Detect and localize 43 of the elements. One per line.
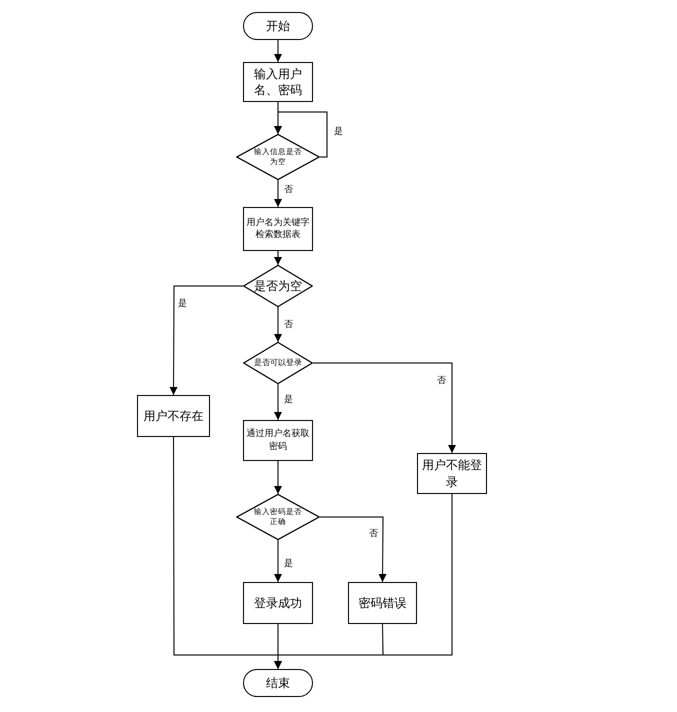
edge-label: 是 (178, 300, 187, 309)
edge-label: 是 (334, 128, 343, 137)
arrow (274, 494, 452, 670)
edge-label: 否 (369, 530, 378, 539)
node-label: 登录成功 (253, 594, 303, 612)
process-box (243, 420, 313, 461)
edge-label: 是 (284, 396, 293, 405)
decision-diamond (243, 342, 313, 384)
edge-label: 否 (284, 186, 293, 195)
node-label: 通过用户名获取密码 (246, 428, 310, 453)
arrow (274, 306, 282, 342)
terminal-shape (243, 12, 313, 40)
arrow (274, 180, 282, 208)
arrow (274, 112, 328, 158)
node-label: 开始 (265, 18, 291, 34)
arrow (274, 384, 282, 420)
arrow (274, 250, 282, 266)
process-box (243, 62, 313, 102)
decision-diamond (243, 265, 313, 307)
arrow (170, 286, 244, 396)
decision-diamond (236, 494, 320, 540)
node-label: 用户不存在 (142, 408, 204, 424)
process-box (137, 395, 210, 437)
arrow (274, 540, 282, 582)
arrow (320, 516, 387, 582)
arrow (274, 460, 282, 494)
node-label: 密码错误 (358, 594, 408, 612)
edge-label: 否 (284, 321, 293, 330)
node-label: 用户不能登录 (421, 457, 483, 490)
terminal-shape (243, 669, 313, 697)
node-label: 用户名为关键字检索数据表 (246, 216, 310, 242)
edge-label: 是 (284, 560, 293, 569)
arrow (312, 362, 456, 454)
process-box (348, 582, 417, 624)
decision-diamond (236, 134, 320, 180)
edge-label: 否 (437, 377, 446, 386)
process-box (243, 207, 313, 251)
node-label: 是否为空 (253, 278, 303, 294)
node-label: 结束 (265, 674, 291, 692)
process-box (243, 582, 313, 624)
node-label: 输入用户名、密码 (253, 66, 303, 98)
arrow (274, 40, 282, 62)
node-label: 是否可以登录 (253, 358, 303, 368)
